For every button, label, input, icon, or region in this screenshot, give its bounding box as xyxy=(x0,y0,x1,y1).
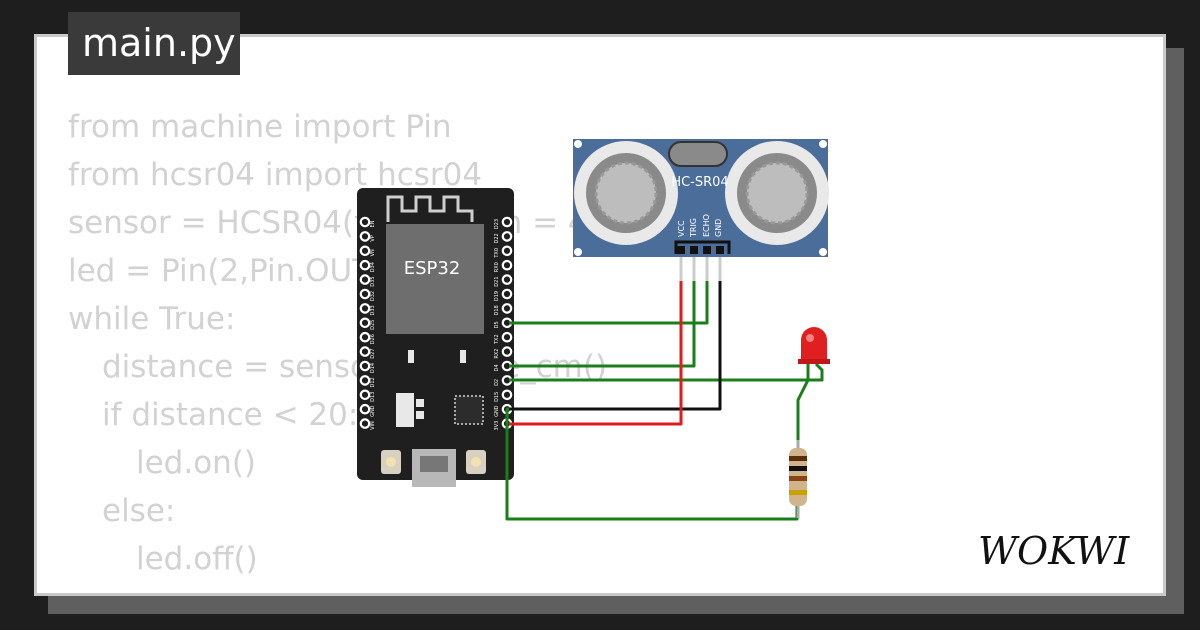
esp32-pin-label: D4 xyxy=(494,364,500,371)
esp32-pin-label: 3V3 xyxy=(494,421,500,431)
code-line: else: xyxy=(102,493,176,529)
esp32-pin-label: D35 xyxy=(370,276,376,286)
esp32-module xyxy=(386,224,484,334)
code-line: led.on() xyxy=(136,445,257,481)
esp32-pin-hole[interactable] xyxy=(359,216,371,228)
code-line: while True: xyxy=(68,301,236,337)
esp32-pin-hole[interactable] xyxy=(359,346,371,357)
code-line: from machine import Pin xyxy=(68,109,452,145)
esp32-pin-hole[interactable] xyxy=(359,259,371,271)
esp32-pin-label: TX0 xyxy=(494,248,500,259)
esp32-pin-label: D23 xyxy=(494,219,500,229)
esp32-pin-label: VP xyxy=(370,235,376,241)
esp32-label: ESP32 xyxy=(404,258,461,279)
esp32-pin-hole[interactable] xyxy=(359,288,371,300)
preview-card xyxy=(34,34,1166,596)
esp32-pin-hole[interactable] xyxy=(501,245,513,257)
esp32-pin-hole[interactable] xyxy=(501,389,513,401)
wokwi-logo: WOKWI xyxy=(978,529,1130,573)
esp32-pin-label: D15 xyxy=(494,392,500,402)
esp32-pin-label: D21 xyxy=(494,276,500,286)
led[interactable] xyxy=(798,327,830,364)
esp32-pin-hole[interactable] xyxy=(501,346,513,357)
esp32-pin-label: D19 xyxy=(494,291,500,301)
esp32-pin-label: D22 xyxy=(494,233,500,243)
esp32-pin-label: VIN xyxy=(370,421,376,430)
sensor-pin-label: TRIG xyxy=(689,218,698,238)
esp32-pin-label: GND xyxy=(494,405,500,417)
wires xyxy=(505,281,824,521)
esp32-pin-hole[interactable] xyxy=(359,303,371,314)
esp32-pin-label: D5 xyxy=(494,321,500,328)
esp32-pin-hole[interactable] xyxy=(359,403,371,415)
code-line: if distance < 20: xyxy=(102,397,359,433)
esp32-pin-hole[interactable] xyxy=(501,259,513,271)
esp32-pin-label: D25 xyxy=(370,320,376,330)
esp32-pin-label: RX2 xyxy=(494,349,500,359)
esp32-pin-hole[interactable] xyxy=(359,331,371,343)
crystal xyxy=(668,141,728,167)
esp32-pin-label: D27 xyxy=(370,348,376,358)
esp32-pin-label: D13 xyxy=(370,392,376,402)
file-tab[interactable]: main.py xyxy=(68,12,240,75)
esp32-pin-label: D14 xyxy=(370,363,376,373)
sensor-pin-label: GND xyxy=(714,219,723,237)
esp32-pin-label: D26 xyxy=(370,334,376,344)
esp32-pin-hole[interactable] xyxy=(359,375,371,386)
wokwi-logo-text: WOKWI xyxy=(978,529,1130,573)
esp32-pin-hole[interactable] xyxy=(501,331,513,343)
sensor-pin-label: ECHO xyxy=(702,214,711,237)
esp32-pin-label: D32 xyxy=(370,291,376,301)
esp32-pin-label: VN xyxy=(370,249,376,256)
esp32-pin-hole[interactable] xyxy=(501,303,513,314)
code-line: led = Pin(2,Pin.OUT) xyxy=(68,253,384,289)
esp32-pin-label: D12 xyxy=(370,377,376,387)
sensor-label: HC-SR04 xyxy=(671,175,728,190)
esp32-board[interactable]: ESP32 ENVPVND34D35D32D33D25D26D27D14D12D… xyxy=(357,188,514,487)
esp32-pin-label: RX0 xyxy=(494,262,500,272)
wire-led-anode[interactable] xyxy=(509,362,824,382)
esp32-pin-label: D33 xyxy=(370,305,376,315)
esp32-pin-label: D34 xyxy=(370,262,376,272)
wire-gnd[interactable] xyxy=(509,281,722,411)
esp32-pin-hole[interactable] xyxy=(359,231,371,242)
esp32-pin-hole[interactable] xyxy=(501,231,513,242)
wire-led-resistor[interactable] xyxy=(796,364,810,440)
esp32-pin-hole[interactable] xyxy=(359,274,371,285)
wire-trig[interactable] xyxy=(509,281,696,368)
usb-chip xyxy=(454,395,484,425)
esp32-pin-hole[interactable] xyxy=(501,274,513,285)
esp32-pin-hole[interactable] xyxy=(501,216,513,228)
esp32-pin-hole[interactable] xyxy=(501,288,513,300)
esp32-pin-label: TX2 xyxy=(494,334,500,345)
esp32-pin-hole[interactable] xyxy=(359,317,371,329)
wire-echo[interactable] xyxy=(509,281,709,325)
hcsr04-sensor[interactable]: HC-SR04 VCC TRIG ECHO GND xyxy=(573,139,829,281)
esp32-pin-hole[interactable] xyxy=(359,245,371,257)
wire-vcc[interactable] xyxy=(509,281,683,426)
resistor[interactable] xyxy=(789,440,807,518)
esp32-pin-hole[interactable] xyxy=(359,360,371,372)
esp32-pin-hole[interactable] xyxy=(359,418,371,429)
esp32-pin-hole[interactable] xyxy=(359,389,371,401)
esp32-pin-label: D2 xyxy=(494,379,500,386)
esp32-pin-label: EN xyxy=(370,220,376,227)
regulator-chip xyxy=(396,393,414,427)
esp32-pin-label: GND xyxy=(370,405,376,417)
sensor-pin-label: VCC xyxy=(677,220,686,237)
code-line: led.off() xyxy=(136,541,258,577)
esp32-pin-label: D18 xyxy=(494,305,500,315)
code-line: from hcsr04 import hcsr04 xyxy=(68,157,483,193)
